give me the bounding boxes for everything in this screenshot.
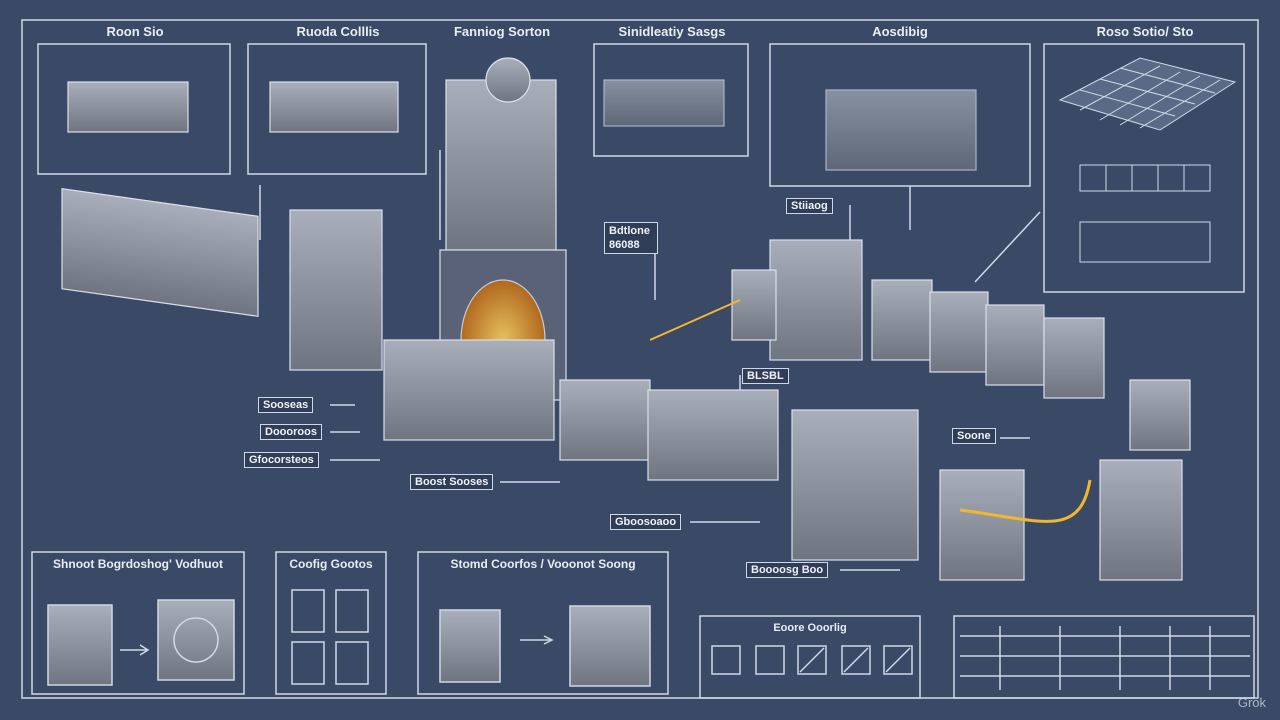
coating-unit — [769, 239, 863, 361]
panel-title-5: Aosdibig — [872, 24, 928, 39]
fan-unit-sketch — [157, 599, 235, 681]
panel-title-1: Roon Sio — [106, 24, 164, 39]
panel-bottom-3 — [417, 551, 669, 695]
vacuum-pump — [569, 605, 651, 687]
control-cabinet — [791, 409, 919, 561]
panel-bottom-4 — [699, 615, 921, 699]
callout-soone: Soone — [952, 428, 996, 444]
frame-border — [21, 19, 1259, 699]
panel-assembly — [769, 43, 1031, 187]
mixer — [289, 209, 383, 371]
panel-bottom-1 — [31, 551, 245, 695]
quality-icons — [711, 645, 913, 675]
callout-bottle: Bdtlone 86088 — [604, 222, 658, 254]
panel-solar — [1043, 43, 1245, 293]
callout-boost: Boost Sooses — [410, 474, 494, 490]
panel-title-2: Ruoda Colllis — [296, 24, 380, 39]
callout-gboosoaoo: Gboosoaoo — [610, 514, 682, 530]
callout-blsbl: BLSBL — [742, 368, 789, 384]
panel-title-4: Sinidleatiy Sasgs — [618, 24, 726, 39]
panel-stacker — [593, 43, 749, 157]
bottom-title-4: Eoore Ooorlig — [773, 622, 847, 634]
oven-1 — [871, 279, 933, 361]
panel-title-3: Fanniog Sorton — [453, 24, 551, 39]
callout-boooosg: Boooosg Boo — [746, 562, 829, 578]
panel-title-6: Roso Sotio/ Sto — [1096, 24, 1194, 39]
furnace-tower — [445, 79, 557, 251]
watermark: Grok — [1237, 695, 1266, 710]
bottom-title-2: Coofig Gootos — [289, 557, 373, 571]
forming-station — [559, 379, 651, 461]
panel-bottom-2 — [275, 551, 387, 695]
panel-roda — [247, 43, 427, 175]
callout-stiiaog: Stiiaog — [786, 198, 833, 214]
callout-sooseas: Sooseas — [258, 397, 314, 413]
callout-doooroos: Doooroos — [260, 424, 322, 440]
cabinet-sketch — [47, 604, 113, 686]
bottom-title-3: Stomd Coorfos / Vooonot Soong — [450, 557, 636, 571]
raw-tank — [61, 188, 259, 317]
vacuum-vessel — [439, 609, 501, 683]
data-table-grid — [960, 626, 1250, 690]
bottom-title-1: Shnoot Bogrdoshog' Vodhuot — [53, 557, 223, 571]
cooling-racks — [291, 589, 369, 685]
panel-table — [953, 615, 1255, 699]
callout-gfocorsteos: Gfocorsteos — [244, 452, 319, 468]
panel-raw-site — [37, 43, 231, 175]
solar-panel — [1058, 57, 1237, 263]
